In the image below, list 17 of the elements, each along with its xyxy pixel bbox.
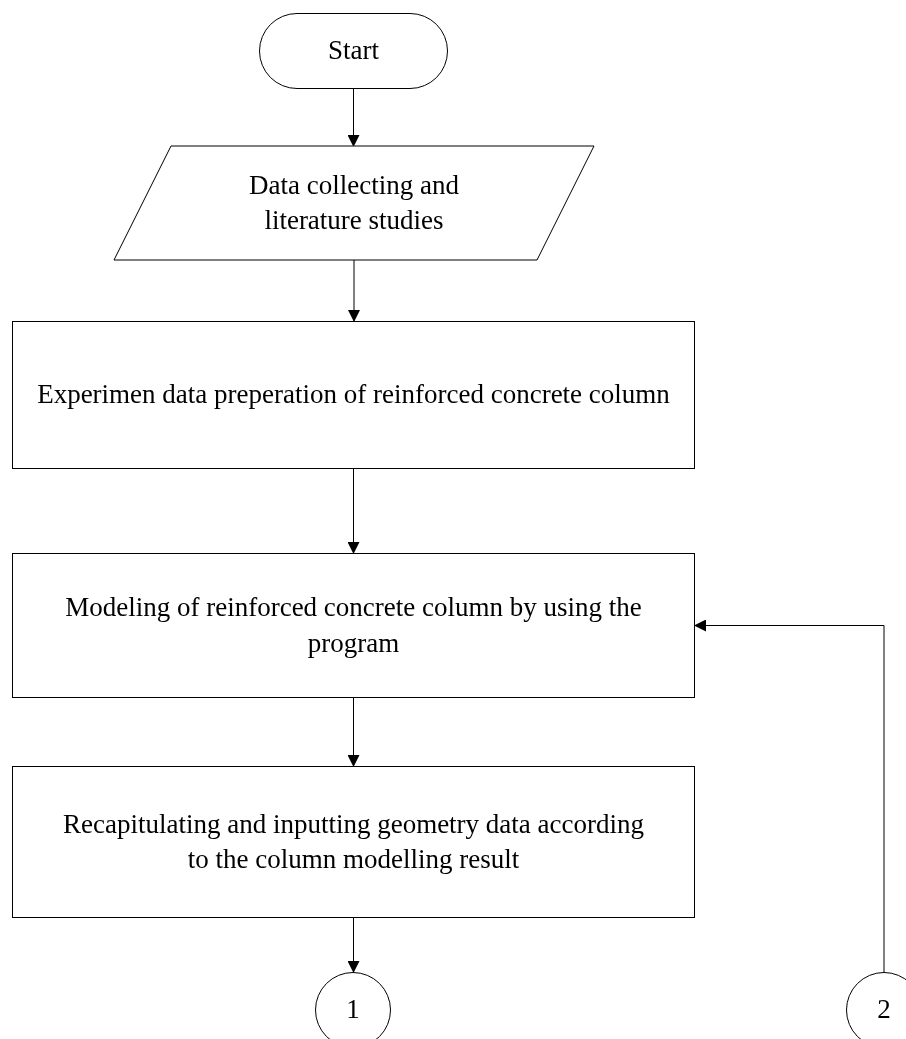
arrow xyxy=(347,88,360,147)
arrow xyxy=(347,917,360,973)
arrow xyxy=(347,468,360,554)
arrow xyxy=(694,619,885,973)
input-parallelogram xyxy=(114,146,594,260)
node-text: 1 xyxy=(346,993,360,1027)
process-box xyxy=(12,321,695,469)
process-box xyxy=(12,553,695,698)
node-text: Start xyxy=(328,34,379,68)
node-text: Experimen data preperation of reinforced concrete column xyxy=(37,378,670,412)
process-box xyxy=(12,766,695,918)
arrow xyxy=(347,697,360,767)
node-text: Recapitulating and inputting geometry data according to the column modelling result xyxy=(61,807,646,876)
node-text: Data collecting and literature studies xyxy=(248,168,460,237)
arrow xyxy=(348,259,360,322)
node-text: Modeling of reinforced concrete column by using the program xyxy=(64,591,643,660)
node-text: 2 xyxy=(877,993,891,1027)
